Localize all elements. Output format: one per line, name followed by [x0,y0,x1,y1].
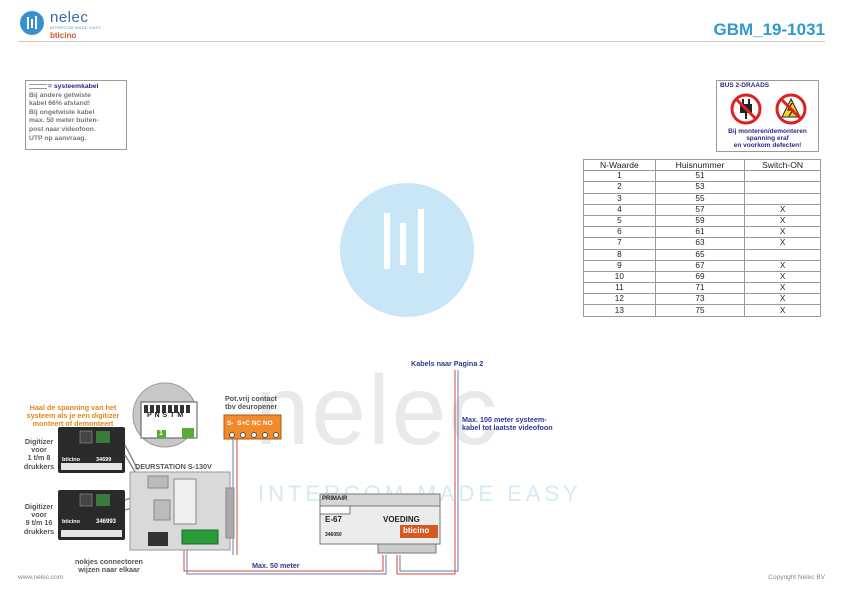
supply-primary-label: PRIMAIR [322,496,348,502]
max100-label: Max. 100 meter systeem- kabel tot laatst… [462,415,553,433]
cables-page2-label: Kabels naar Pagina 2 [411,359,484,368]
watermark-text: nelec [255,355,500,465]
cable-note-title: = systeemkabel [29,83,123,92]
cable-note-line: UTP op aanvraag. [29,134,87,142]
door-station [129,471,235,551]
logo-tagline: INTERCOM MADE EASY [50,25,102,30]
connector-note-label: nokjes connectoren wijzen naar elkaar [75,557,143,575]
cable-note-line: Bij andere getwiste [29,91,91,99]
column-header: N-Waarde [583,158,656,172]
cable-note-line: kabel 66% afstand! [29,100,91,108]
digitizer-module [58,490,125,540]
digitizer-module [58,427,125,473]
door-station-label: DEURSTATION S-130V [135,462,212,471]
supply-code: E-67 [325,515,342,524]
power-supply [319,493,441,554]
terminal-pin-labels: S- S+C NC NO [227,420,273,427]
digitizer-brand: bticino [62,519,81,525]
supply-title: VOEDING [383,515,420,524]
bus-warning-message: Bij monteren/demonteren spanning eraf en… [728,128,807,149]
footer-website: www.nelec.com [18,574,64,581]
digitizer-code: 346993 [96,519,117,525]
logo-brand: bticino [50,31,77,40]
no-voltage-icon [775,93,807,125]
digitizer1-label: Digitizer voor 1 t/m 8 drukkers [23,437,55,471]
supply-article: 346050 [325,532,342,538]
nelec-logo-icon [20,11,44,35]
digitizer-brand: bticino [62,457,81,463]
digitizer-code: 34699 [96,457,112,463]
dip-switch-letters: P N S T M [147,412,184,419]
max50-label: Max. 50 meter [252,561,300,570]
table-header-row: N-Waarde Huisnummer Switch-ON [583,158,821,172]
cable-note-line: Bij ongetwiste kabel [29,108,95,116]
system-cable [183,370,459,575]
column-header: Switch-ON [744,158,821,172]
column-header: Huisnummer [654,158,746,172]
terminal-block [223,414,282,440]
cable-note-line: max. 50 meter buiten- [29,117,99,125]
supply-brand: bticino [403,526,430,535]
bus-warning-title: BUS 2-DRAADS [720,82,770,89]
logo-name: nelec [50,9,89,26]
dip-switch-number: 1 [159,430,163,437]
footer-copyright: Copyright Nelec BV [768,574,825,581]
document-id: GBM_19-1031 [713,20,825,39]
header-divider [18,41,825,42]
system-cable-swatch [29,83,47,89]
digitizer2-label: Digitizer voor 9 t/m 16 drukkers [23,502,55,536]
bus-warning: BUS 2-DRAADS Bij monteren/demonteren spa… [716,80,819,152]
cable-note: = systeemkabel Bij andere getwiste kabel… [25,80,127,150]
pot-contact-label: Pot.vrij contact tbv deuropener [225,394,278,412]
power-warning-label: Haal de spanning van het systeem als je … [26,403,120,429]
watermark-logo-icon [340,183,474,317]
no-plug-icon [730,93,762,125]
dip-switch-detail [132,382,198,448]
cable-note-line: post naar videofoon. [29,125,96,133]
